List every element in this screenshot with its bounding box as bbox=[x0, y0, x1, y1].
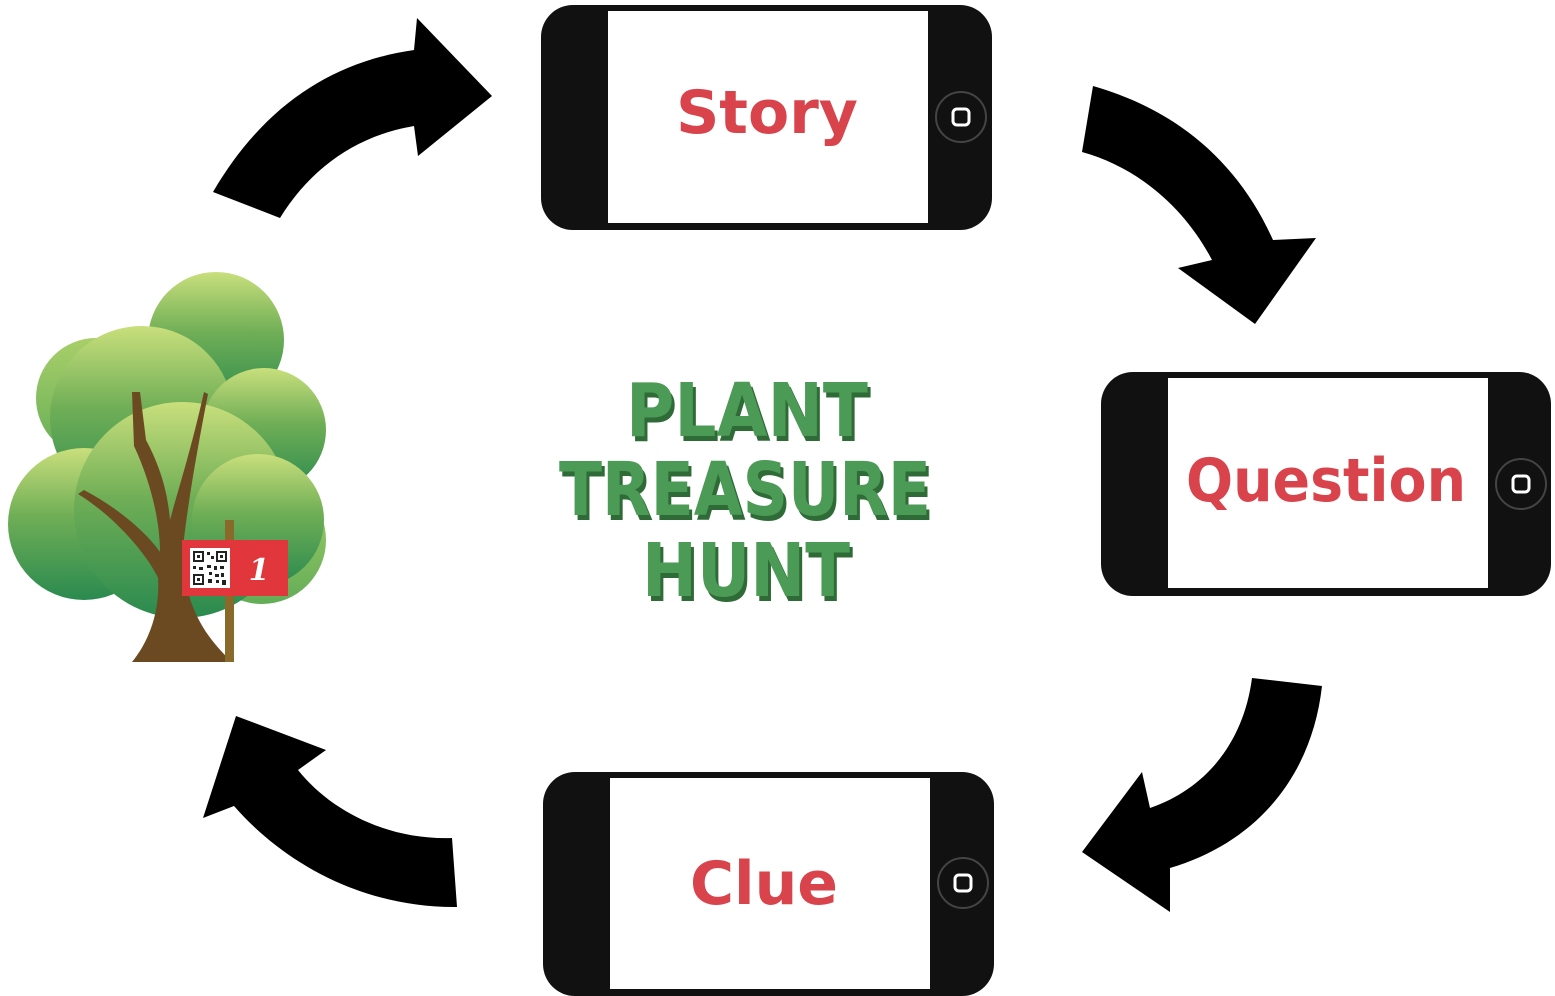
arrow-tree-to-story bbox=[213, 18, 492, 218]
phone-question: Question bbox=[1101, 372, 1551, 596]
phone-screen bbox=[1168, 378, 1488, 588]
home-button-glyph bbox=[951, 107, 971, 127]
tree-trunk bbox=[78, 392, 232, 662]
title-shadow: PLANT TREASURE HUNT bbox=[562, 373, 934, 619]
phone-screen bbox=[610, 778, 930, 989]
tree-icon: 1 bbox=[8, 272, 326, 662]
title-line-2: TREASURE bbox=[559, 447, 931, 533]
home-button-icon bbox=[1495, 458, 1547, 510]
page-title: PLANT TREASURE HUNT PLANT TREASURE HUNT bbox=[559, 368, 934, 619]
arrow-story-to-question bbox=[1082, 86, 1316, 324]
title-main: PLANT TREASURE HUNT bbox=[559, 368, 931, 614]
title-line-1-shadow: PLANT bbox=[629, 373, 871, 459]
home-button-icon bbox=[937, 857, 989, 909]
home-button-glyph bbox=[1511, 474, 1531, 494]
title-line-3-shadow: HUNT bbox=[645, 533, 853, 619]
phone-clue: Clue bbox=[543, 772, 994, 996]
step-label-clue: Clue bbox=[690, 849, 838, 919]
phone-story: Story bbox=[541, 5, 992, 230]
step-label-story: Story bbox=[676, 78, 858, 148]
title-line-1: PLANT bbox=[626, 368, 868, 454]
home-button-icon bbox=[935, 91, 987, 143]
qr-code-icon bbox=[190, 548, 230, 588]
sign-number: 1 bbox=[249, 553, 270, 588]
arrow-clue-to-tree bbox=[203, 716, 457, 908]
phone-screen bbox=[608, 11, 928, 223]
tree-sign: 1 bbox=[182, 540, 288, 596]
arrow-question-to-clue bbox=[1082, 678, 1322, 912]
step-label-question: Question bbox=[1186, 446, 1466, 516]
title-line-2-shadow: TREASURE bbox=[562, 452, 934, 538]
title-line-3: HUNT bbox=[642, 528, 850, 614]
cycle-arrows bbox=[203, 18, 1322, 912]
home-button-glyph bbox=[953, 873, 973, 893]
